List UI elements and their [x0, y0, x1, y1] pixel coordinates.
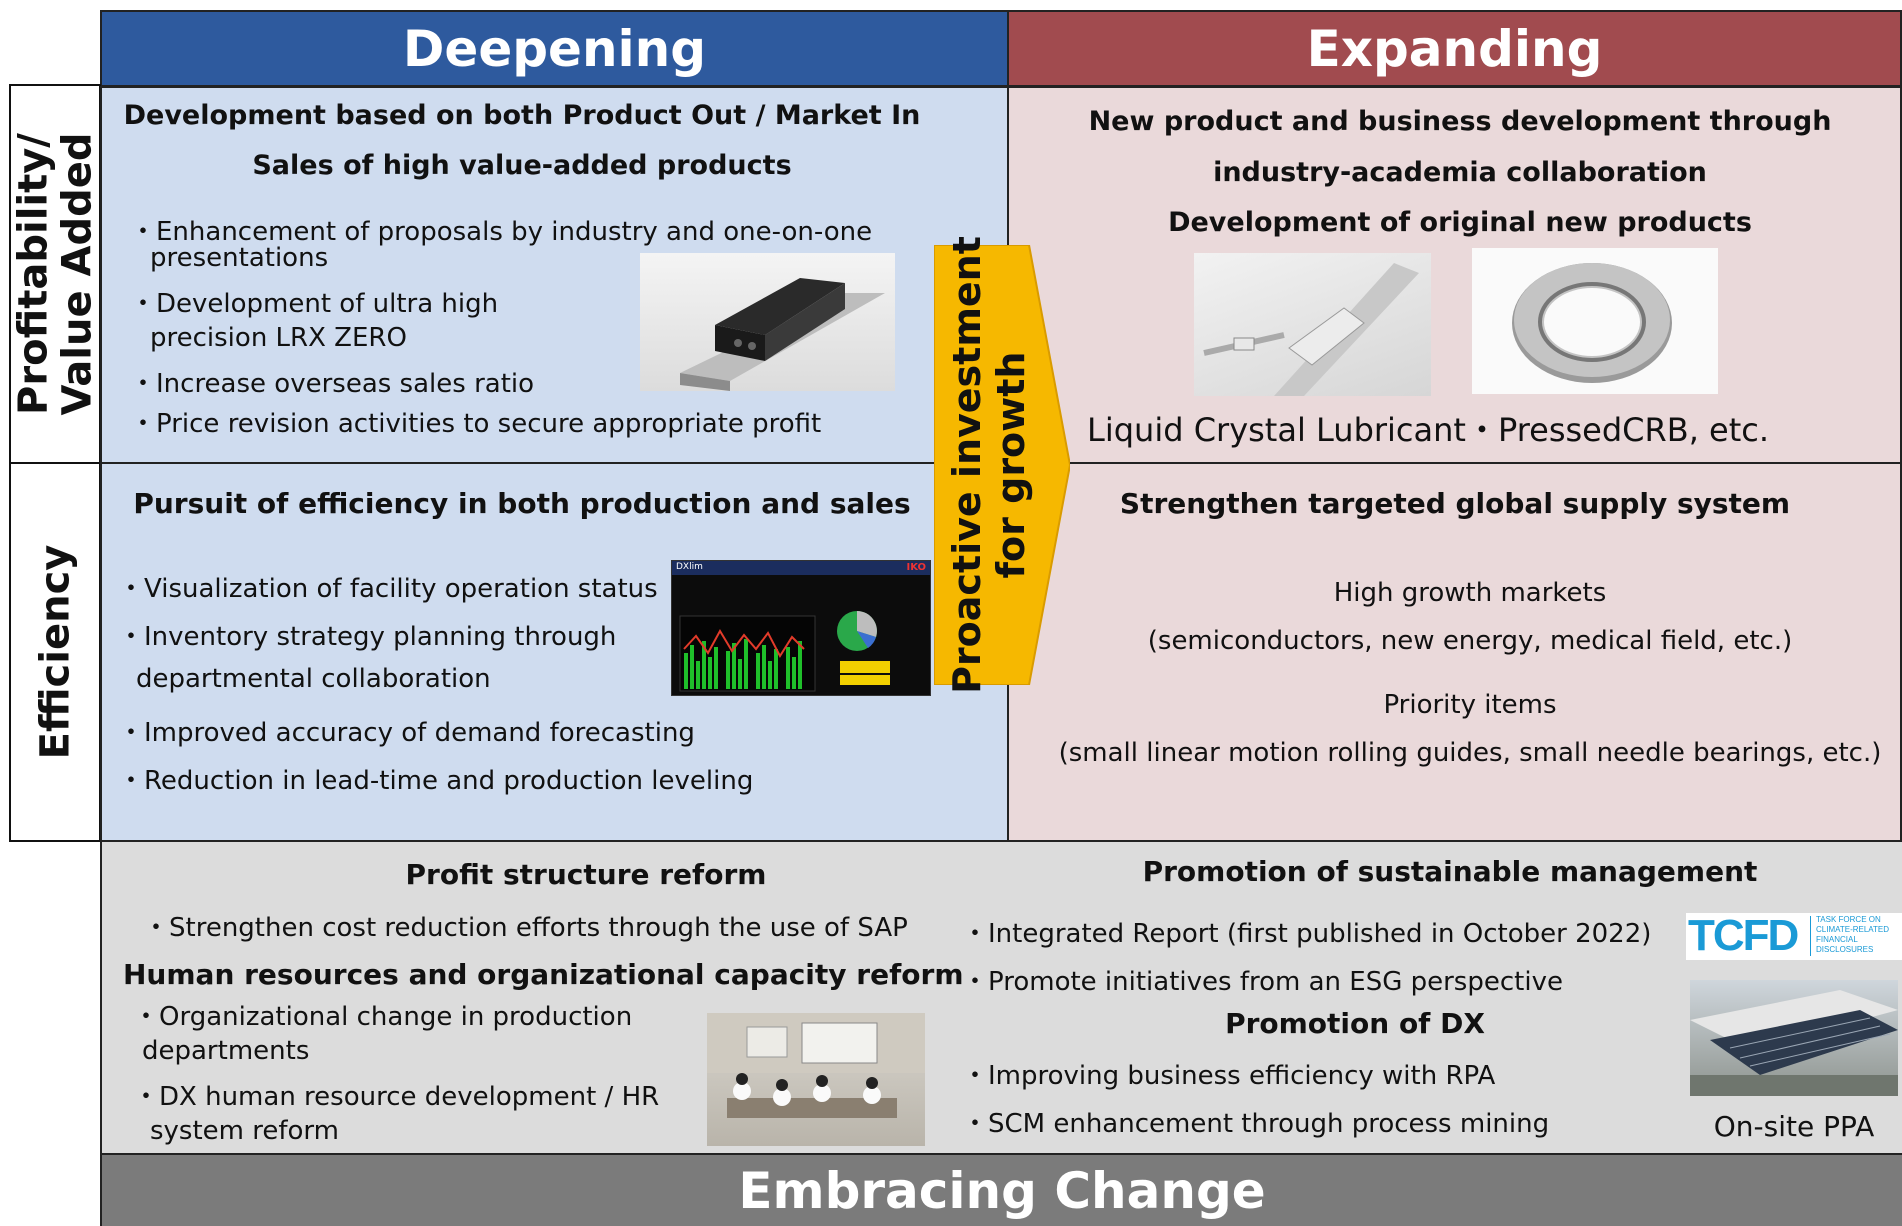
expanding-header: Expanding	[1007, 10, 1902, 87]
deepening-profit-bullet: ・Development of ultra high	[130, 289, 499, 319]
sustainable-title: Promotion of sustainable management	[1142, 855, 1758, 888]
profit-reform-title: Profit structure reform	[405, 858, 767, 891]
deepening-profit-bullet: ・Increase overseas sales ratio	[130, 369, 535, 399]
hr-reform-title: Human resources and organizational capac…	[123, 958, 964, 991]
expanding-header-label: Expanding	[1306, 19, 1603, 78]
tcfd-sub-line: CLIMATE-RELATED	[1816, 925, 1890, 934]
deepening-header-label: Deepening	[402, 19, 707, 78]
expanding-eff-line2: (semiconductors, new energy, medical fie…	[1147, 626, 1793, 656]
expanding-eff-line1: High growth markets	[1333, 578, 1607, 608]
expanding-profit-title2: industry-academia collaboration	[1213, 157, 1707, 188]
profitability-label-line1: Profitability/	[10, 133, 56, 415]
deepening-profit-title1: Development based on both Product Out / …	[123, 100, 921, 131]
dashboard-title: DXlim	[676, 562, 703, 572]
tcfd-logo-text: TCFD	[1688, 913, 1799, 960]
hr-reform-bullet: ・Organizational change in production	[133, 1002, 633, 1032]
expanding-profitability-panel	[1007, 86, 1902, 464]
footer-label: Embracing Change	[738, 1161, 1266, 1220]
deepening-eff-bullet: departmental collaboration	[136, 664, 491, 694]
onsite-ppa-caption: On-site PPA	[1713, 1110, 1875, 1143]
deepening-eff-bullet: ・Reduction in lead-time and production l…	[118, 766, 754, 796]
expanding-eff-line3: Priority items	[1383, 690, 1557, 720]
deepening-profit-bullet: ・Price revision activities to secure app…	[130, 409, 822, 439]
deepening-profit-title2: Sales of high value-added products	[252, 150, 792, 181]
side-label-profitability: Profitability/ Value Added	[9, 84, 101, 464]
deepening-header: Deepening	[100, 10, 1009, 87]
expanding-eff-title: Strengthen targeted global supply system	[1119, 487, 1791, 520]
expanding-profit-caption: Liquid Crystal Lubricant・PressedCRB, etc…	[1087, 411, 1770, 449]
deepening-profit-bullet: presentations	[150, 243, 329, 273]
expanding-profit-title3: Development of original new products	[1168, 207, 1752, 238]
tcfd-logo: TCFD TASK FORCE ON CLIMATE-RELATED FINAN…	[1686, 913, 1902, 960]
tcfd-sub-line: FINANCIAL	[1816, 935, 1858, 944]
deepening-eff-bullet: ・Inventory strategy planning through	[118, 622, 617, 652]
profit-reform-bullet: ・Strengthen cost reduction efforts throu…	[143, 913, 908, 943]
tcfd-sub-line: TASK FORCE ON	[1816, 915, 1881, 924]
arrow-label-line1: Proactive investment	[945, 236, 990, 694]
arrow-label: Proactive investment for growth	[934, 236, 1044, 694]
reform-panel	[100, 842, 1902, 1155]
hr-reform-bullet: ・DX human resource development / HR	[133, 1082, 660, 1112]
deepening-eff-title: Pursuit of efficiency in both production…	[133, 487, 911, 520]
expanding-efficiency-panel	[1007, 462, 1902, 842]
operation-dashboard-image: DXlim IKO	[671, 560, 931, 696]
hr-reform-bullet: system reform	[150, 1116, 339, 1146]
profitability-label-line2: Value Added	[54, 132, 100, 416]
dx-bullet: ・SCM enhancement through process mining	[962, 1109, 1550, 1139]
sustainable-bullet: ・Integrated Report (first published in O…	[962, 919, 1652, 949]
expanding-profit-title1: New product and business development thr…	[1088, 106, 1832, 137]
lubricant-guide-image	[1194, 253, 1431, 396]
linear-guide-image	[640, 253, 895, 391]
onsite-ppa-photo	[1690, 980, 1898, 1096]
deepening-eff-bullet: ・Visualization of facility operation sta…	[118, 574, 658, 604]
pressed-crb-image	[1472, 248, 1718, 394]
hr-reform-bullet: departments	[142, 1036, 310, 1066]
expanding-eff-line4: (small linear motion rolling guides, sma…	[1058, 738, 1882, 768]
efficiency-label: Efficiency	[32, 544, 78, 760]
dashboard-brand: IKO	[906, 562, 926, 573]
tcfd-sub-line: DISCLOSURES	[1816, 945, 1874, 954]
embracing-change-banner: Embracing Change	[100, 1155, 1902, 1226]
side-label-efficiency: Efficiency	[9, 462, 101, 842]
deepening-profit-bullet: ・Enhancement of proposals by industry an…	[130, 217, 873, 247]
growth-arrow	[934, 245, 1070, 685]
sustainable-bullet: ・Promote initiatives from an ESG perspec…	[962, 967, 1563, 997]
deepening-profit-bullet: precision LRX ZERO	[150, 323, 407, 353]
deepening-eff-bullet: ・Improved accuracy of demand forecasting	[118, 718, 695, 748]
dx-bullet: ・Improving business efficiency with RPA	[962, 1061, 1496, 1091]
training-photo	[707, 1013, 925, 1146]
dx-title: Promotion of DX	[1225, 1007, 1485, 1040]
